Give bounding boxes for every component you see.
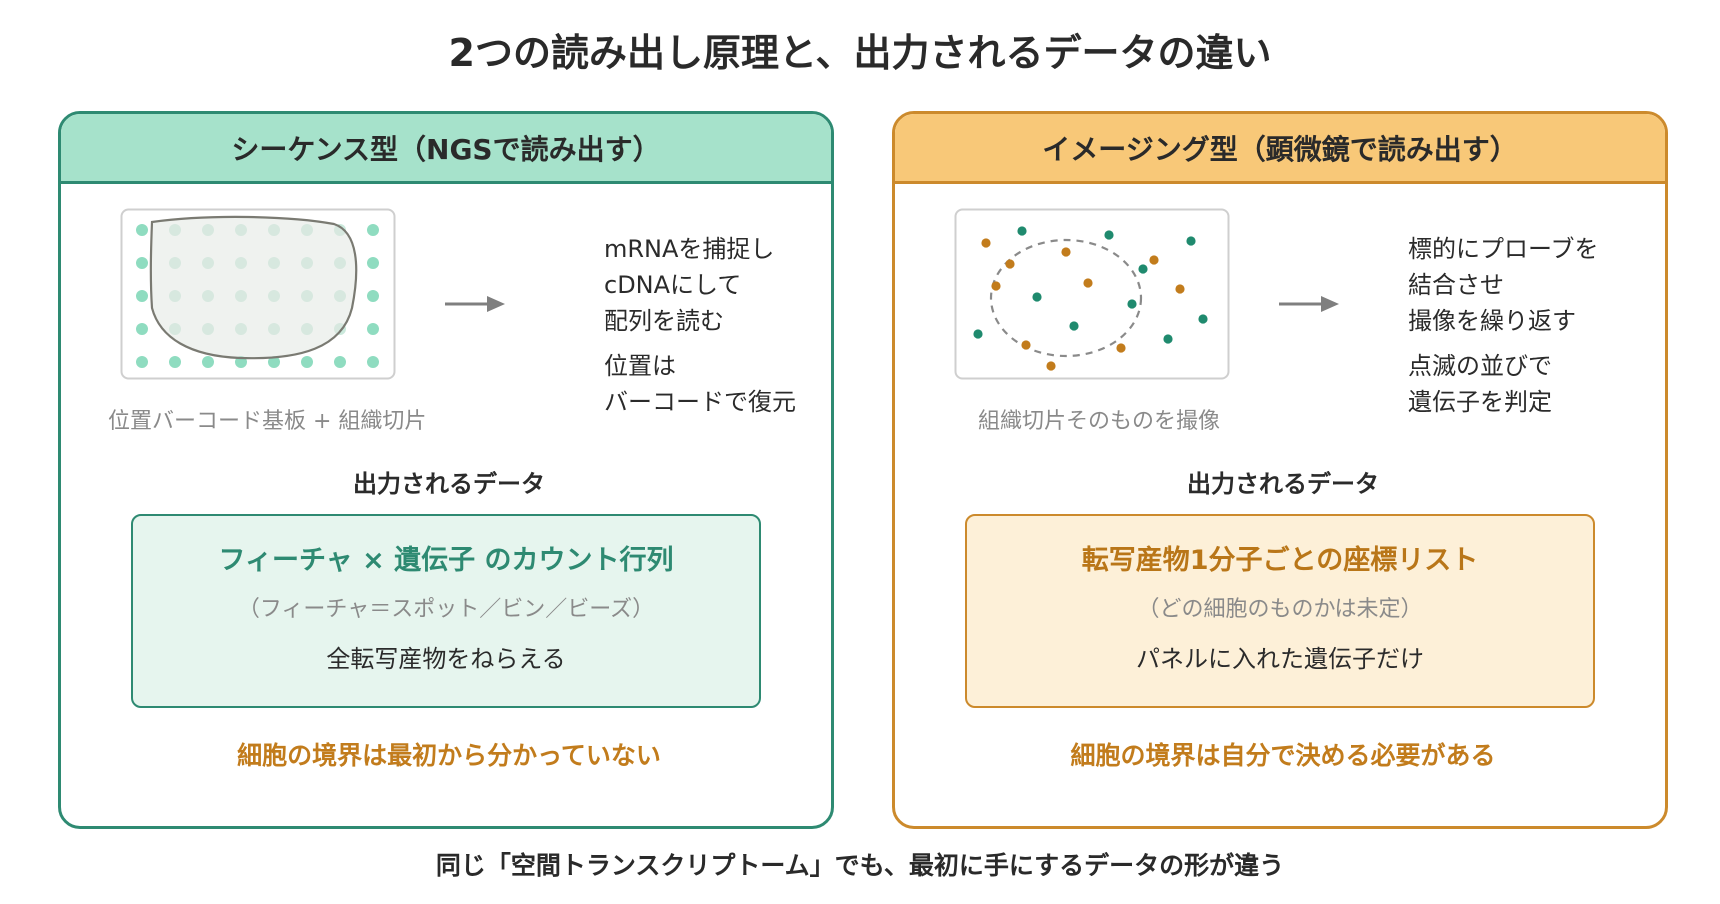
imaging-panel: イメージング型（顕微鏡で読み出す） 組織切片そのものを撮像 標的にプローブを 結… <box>892 111 1668 829</box>
barcode-spot <box>301 356 313 368</box>
barcode-spot <box>367 323 379 335</box>
description-line: 配列を読む <box>604 307 724 335</box>
cell-boundary-ellipse <box>989 238 1143 358</box>
sequencing-capture-description: mRNAを捕捉し cDNAにして 配列を読む <box>604 231 774 339</box>
molecule-dot-orange <box>1005 259 1015 269</box>
description-line: mRNAを捕捉し <box>604 235 775 263</box>
molecule-dot-orange <box>1175 284 1185 294</box>
imaging-tissue-figure <box>954 208 1230 380</box>
barcode-spot <box>367 290 379 302</box>
footer-note: 同じ「空間トランスクリプトーム」でも、最初に手にするデータの形が違う <box>435 851 1285 880</box>
description-line: 撮像を繰り返す <box>1408 307 1576 335</box>
molecule-dot-green <box>1104 230 1114 240</box>
right-arrow-icon <box>443 292 509 320</box>
description-line: バーコードで復元 <box>604 388 796 416</box>
molecule-dot-green <box>1138 264 1148 274</box>
sequencing-boundary-note: 細胞の境界は最初から分かっていない <box>237 741 661 770</box>
sequencing-panel: シーケンス型（NGSで読み出す） 位置バーコード基板 + 組織切片 mRNAを捕… <box>58 111 834 829</box>
barcode-substrate-figure <box>120 208 396 380</box>
molecule-dot-orange <box>1061 247 1071 257</box>
molecule-dot-green <box>1069 321 1079 331</box>
tissue-section-outline <box>149 215 358 360</box>
barcode-spot <box>136 290 148 302</box>
molecule-dot-green <box>1186 236 1196 246</box>
imaging-output-sub: （どの細胞のものかは未定） <box>1137 597 1423 622</box>
imaging-figure-caption: 組織切片そのものを撮像 <box>978 409 1221 434</box>
molecule-dot-green <box>1017 226 1027 236</box>
imaging-panel-header: イメージング型（顕微鏡で読み出す） <box>895 114 1665 184</box>
barcode-substrate-svg <box>120 208 396 380</box>
barcode-spot <box>367 257 379 269</box>
sequencing-panel-header: シーケンス型（NGSで読み出す） <box>61 114 831 184</box>
description-line: 点滅の並びで <box>1408 352 1552 380</box>
molecule-dot-green <box>1163 334 1173 344</box>
molecule-dot-green <box>1032 292 1042 302</box>
imaging-boundary-note: 細胞の境界は自分で決める必要がある <box>1070 741 1496 770</box>
barcode-spot <box>136 356 148 368</box>
barcode-spot <box>268 356 280 368</box>
imaging-output-title: 出力されるデータ <box>1187 470 1379 498</box>
imaging-output-note: パネルに入れた遺伝子だけ <box>1136 645 1424 673</box>
barcode-spot <box>169 356 181 368</box>
description-line: 遺伝子を判定 <box>1408 388 1552 416</box>
right-arrow-icon <box>1277 292 1343 320</box>
description-line: 位置は <box>604 352 676 380</box>
imaging-output-box: 転写産物1分子ごとの座標リスト （どの細胞のものかは未定） パネルに入れた遺伝子… <box>965 514 1595 708</box>
molecule-dot-green <box>973 329 983 339</box>
sequencing-output-main: フィーチャ × 遺伝子 のカウント行列 <box>218 545 674 576</box>
barcode-spot <box>367 224 379 236</box>
diagram-title: 2つの読み出し原理と、出力されるデータの違い <box>448 31 1272 75</box>
sequencing-position-description: 位置は バーコードで復元 <box>604 348 796 420</box>
molecule-dot-orange <box>1149 255 1159 265</box>
molecule-dot-orange <box>1083 278 1093 288</box>
barcode-spot <box>136 257 148 269</box>
imaging-probe-description: 標的にプローブを 結合させ 撮像を繰り返す <box>1408 231 1599 339</box>
barcode-spot <box>367 356 379 368</box>
sequencing-output-box: フィーチャ × 遺伝子 のカウント行列 （フィーチャ＝スポット／ビン／ビーズ） … <box>131 514 761 708</box>
molecule-dot-green <box>1127 299 1137 309</box>
molecule-dots <box>973 226 1208 371</box>
molecule-dot-orange <box>1046 361 1056 371</box>
sequencing-output-sub: （フィーチャ＝スポット／ビン／ビーズ） <box>237 597 655 622</box>
image-frame <box>954 208 1230 380</box>
description-line: 結合させ <box>1408 271 1504 299</box>
sequencing-figure-caption: 位置バーコード基板 + 組織切片 <box>108 409 427 434</box>
description-line: cDNAにして <box>604 271 742 299</box>
imaging-decode-description: 点滅の並びで 遺伝子を判定 <box>1408 348 1552 420</box>
sequencing-output-title: 出力されるデータ <box>353 470 545 498</box>
barcode-spot <box>334 356 346 368</box>
molecule-dot-green <box>1198 314 1208 324</box>
description-line: 標的にプローブを <box>1408 235 1599 263</box>
molecule-dot-orange <box>1021 340 1031 350</box>
imaging-tissue-svg <box>954 208 1230 380</box>
barcode-spot <box>136 224 148 236</box>
barcode-spot <box>136 323 148 335</box>
molecule-dot-orange <box>981 238 991 248</box>
imaging-output-main: 転写産物1分子ごとの座標リスト <box>1081 545 1479 576</box>
molecule-dot-orange <box>991 281 1001 291</box>
molecule-dot-orange <box>1116 343 1126 353</box>
barcode-spot <box>202 356 214 368</box>
sequencing-output-note: 全転写産物をねらえる <box>326 645 566 673</box>
